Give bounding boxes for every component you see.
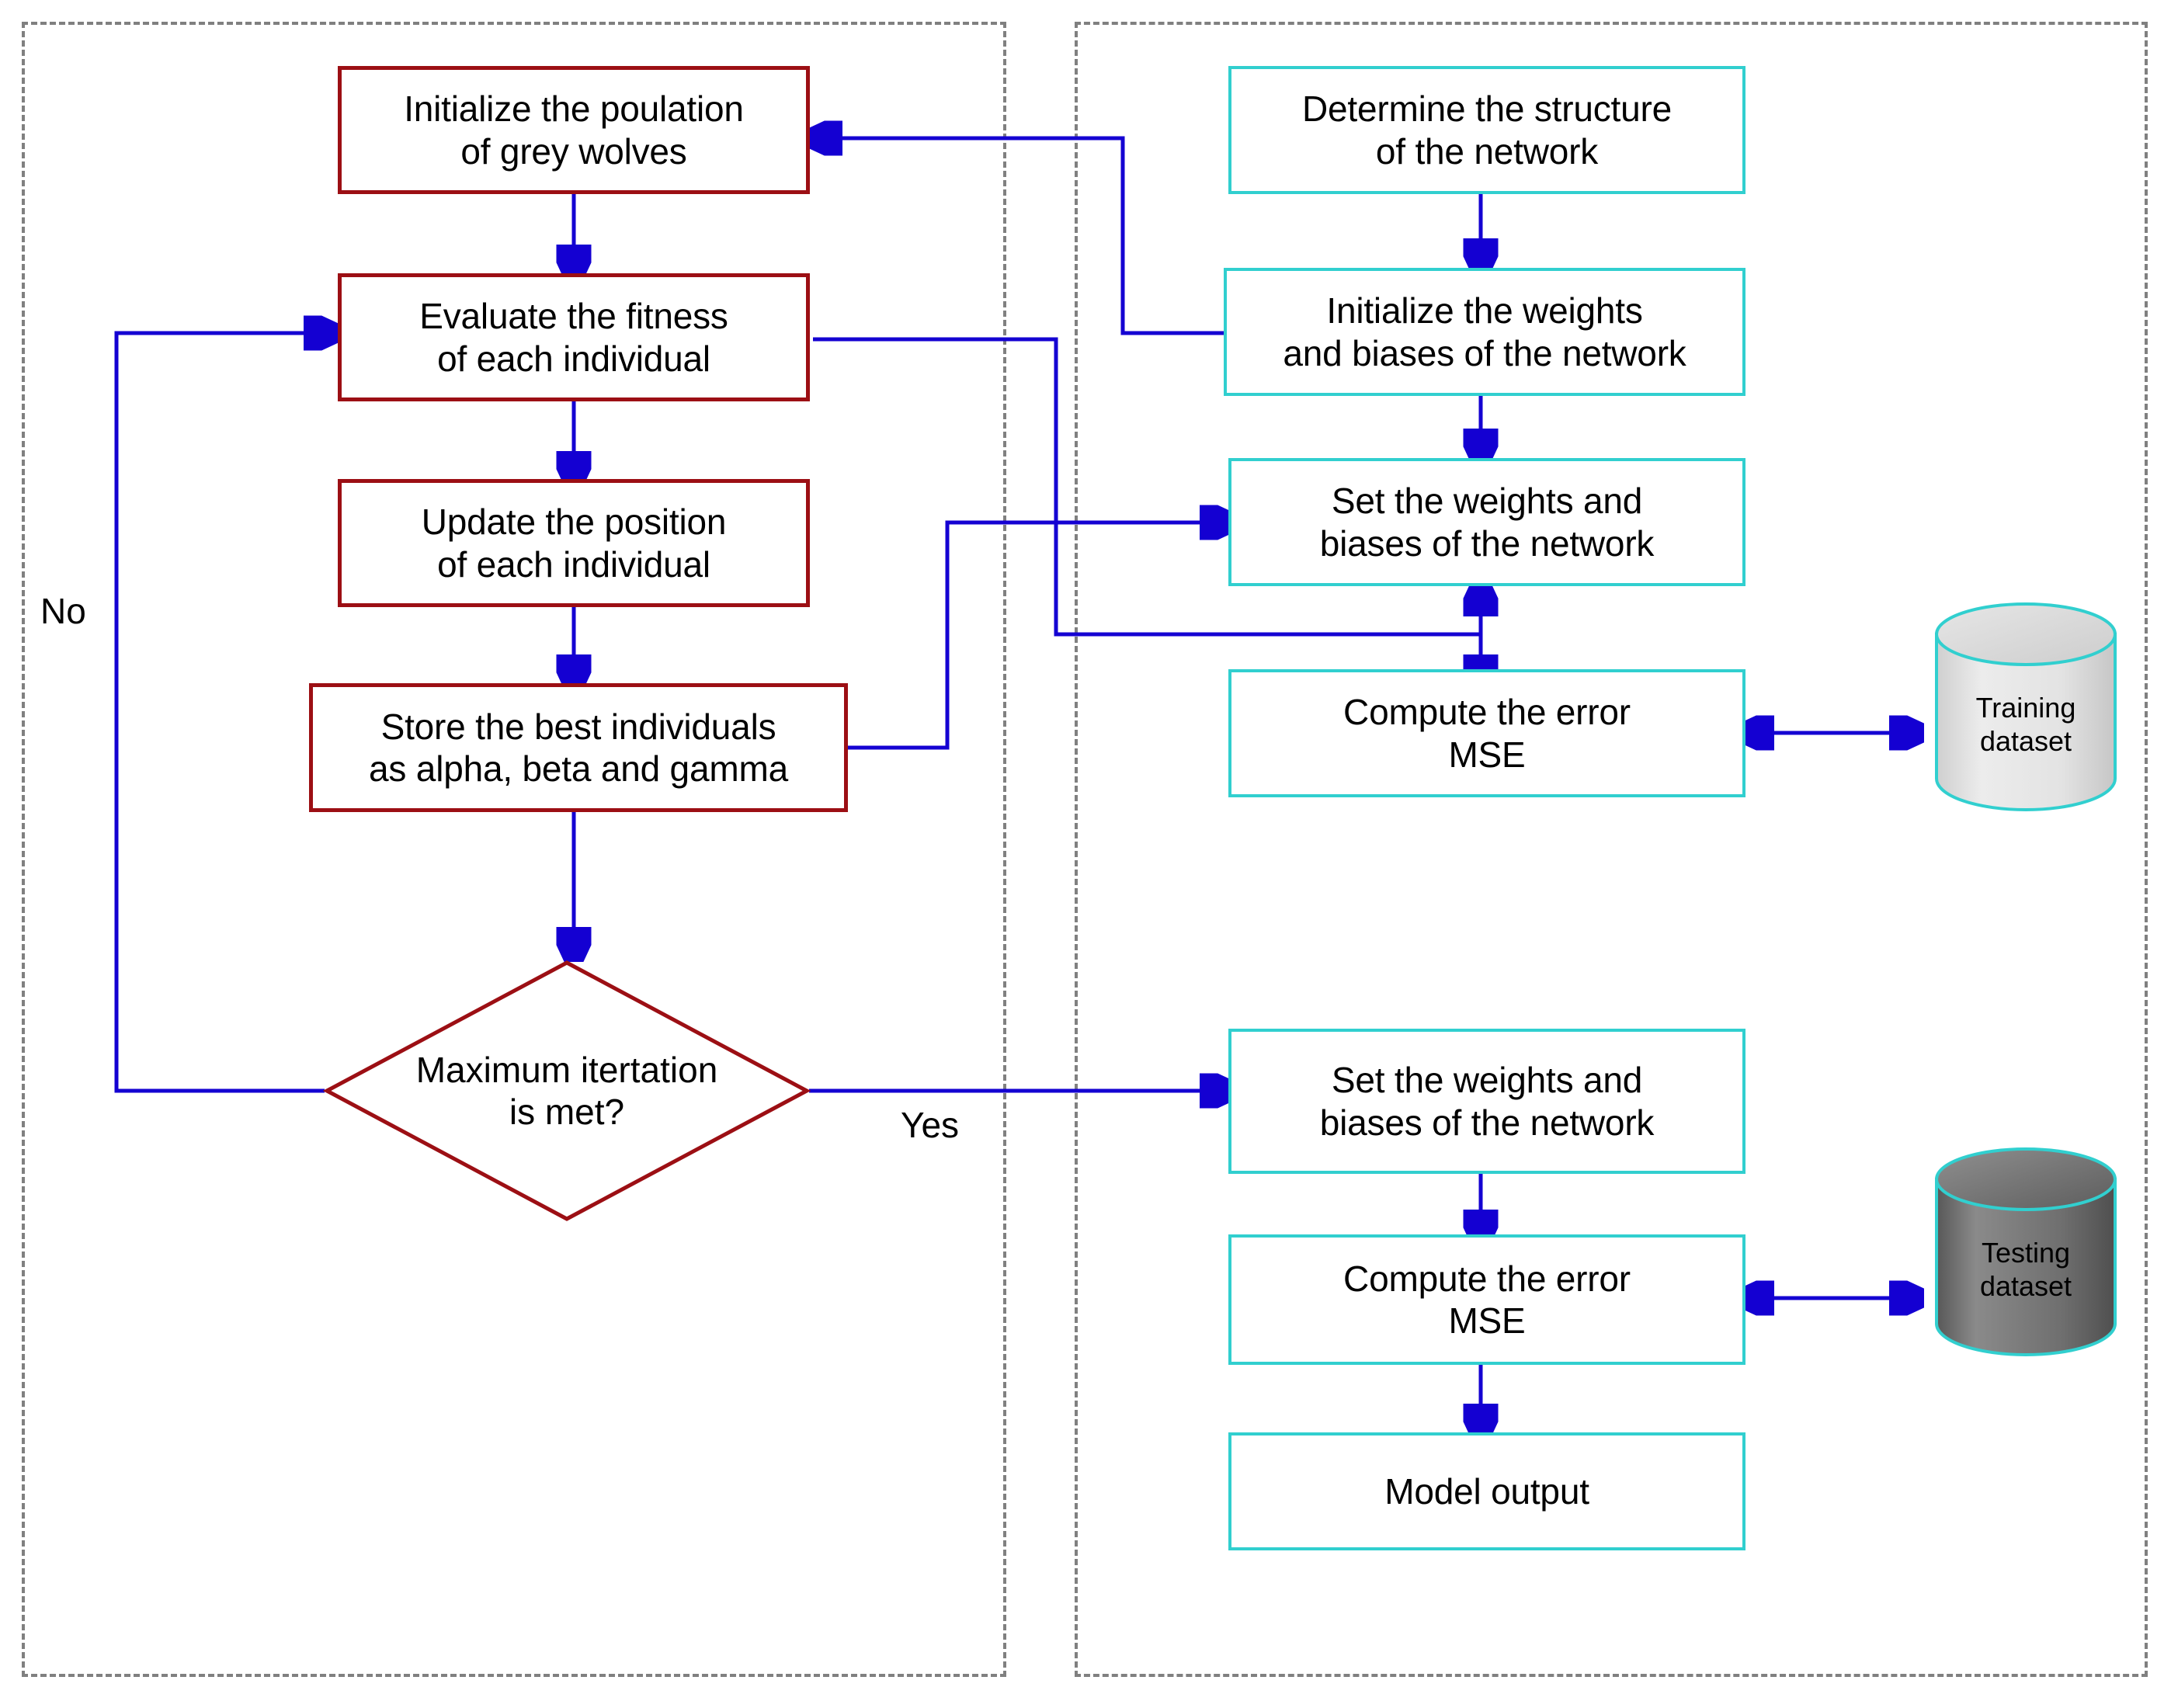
node-evaluate-fitness[interactable]: Evaluate the fitness of each individual — [338, 273, 810, 401]
node-store-best[interactable]: Store the best individuals as alpha, bet… — [309, 683, 848, 812]
node-update-position[interactable]: Update the position of each individual — [338, 479, 810, 607]
cylinder-body — [1935, 1178, 2117, 1356]
edge-label-no: No — [40, 591, 86, 631]
cylinder-body — [1935, 633, 2117, 811]
gwo-panel — [22, 22, 1006, 1677]
diamond-shape — [322, 960, 811, 1221]
cylinder-top — [1935, 1147, 2117, 1211]
node-set-weights-train[interactable]: Set the weights and biases of the networ… — [1228, 458, 1745, 586]
cylinder-top — [1935, 602, 2117, 666]
ann-panel — [1075, 22, 2148, 1677]
node-init-population[interactable]: Initialize the poulation of grey wolves — [338, 66, 810, 194]
node-init-weights[interactable]: Initialize the weights and biases of the… — [1224, 268, 1745, 396]
node-max-iteration[interactable]: Maximum itertation is met? — [322, 960, 811, 1221]
datastore-training-dataset[interactable]: Training dataset — [1933, 602, 2118, 811]
node-determine-structure[interactable]: Determine the structure of the network — [1228, 66, 1745, 194]
edge-label-yes: Yes — [901, 1105, 960, 1145]
node-compute-error-test[interactable]: Compute the error MSE — [1228, 1234, 1745, 1365]
node-model-output[interactable]: Model output — [1228, 1432, 1745, 1550]
node-set-weights-test[interactable]: Set the weights and biases of the networ… — [1228, 1029, 1745, 1174]
datastore-testing-dataset[interactable]: Testing dataset — [1933, 1147, 2118, 1356]
node-compute-error-train[interactable]: Compute the error MSE — [1228, 669, 1745, 797]
